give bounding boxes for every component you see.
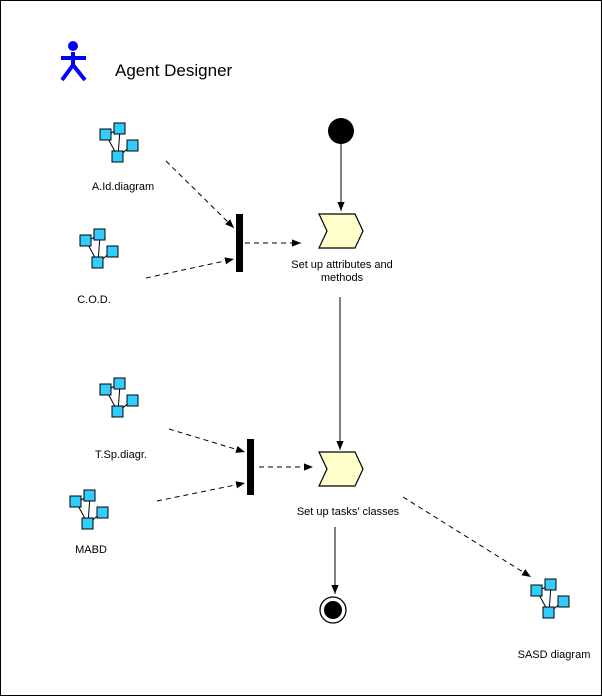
flow-mabd-to-join2 (156, 481, 246, 502)
flow-tsp-to-join2 (168, 428, 246, 453)
join-bar-1 (236, 214, 243, 272)
setup-tasks-label: Set up tasks' classes (296, 506, 400, 518)
mabd-icon (69, 489, 109, 530)
cod-icon (79, 228, 119, 269)
mabd-label: MABD (75, 544, 107, 556)
initial-node (328, 118, 354, 144)
tsp-diagram-icon (99, 377, 139, 418)
flow-cod-to-join1 (145, 257, 235, 279)
tsp-diagram-label: T.Sp.diagr. (95, 449, 147, 461)
sasd-diagram-label: SASD diagram (517, 649, 591, 661)
flow-tasks-to-sasd (402, 496, 532, 578)
final-node-core (324, 601, 342, 619)
sasd-diagram-icon (530, 578, 570, 619)
cod-label: C.O.D. (77, 294, 111, 306)
aid-diagram-icon (99, 122, 139, 163)
join-bar-2 (247, 439, 254, 495)
setup-tasks-action-icon (318, 451, 364, 487)
setup-attributes-label: Set up attributes and methods (291, 259, 393, 284)
agent-designer-actor-icon (60, 41, 87, 82)
diagram-title: Agent Designer (115, 61, 233, 80)
flow-aid-to-join1 (165, 160, 235, 229)
setup-attributes-action-icon (318, 213, 364, 249)
aid-diagram-label: A.Id.diagram (91, 181, 155, 193)
